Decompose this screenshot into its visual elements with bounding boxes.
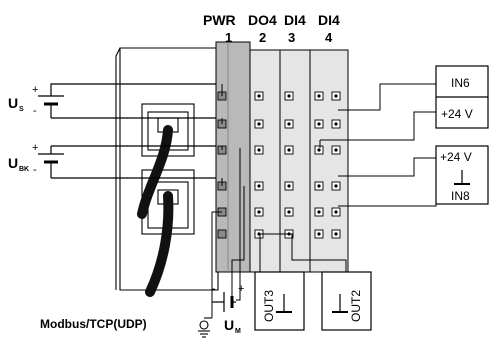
terminal-contact [334,148,338,152]
out3-load-box [254,271,305,331]
ubk-plus: + [32,142,38,154]
module-label-do4: DO4 [248,12,277,28]
terminal-contact [317,122,321,126]
terminal-contact [257,122,261,126]
terminal-contact [317,148,321,152]
input-wiring [319,83,437,207]
us-subscript: S [19,106,24,113]
in6-supply: +24 V [441,107,473,121]
terminal-contact [317,94,321,98]
um-subscript: M [235,328,241,335]
ubk-minus: - [33,164,37,176]
in6-sensor-box [435,65,489,129]
terminal-contact [334,122,338,126]
terminal-contact [257,94,261,98]
in8-supply: +24 V [440,150,472,164]
terminal-contact [287,122,291,126]
slot-number-4: 4 [325,30,333,45]
slot-number-3: 3 [288,30,295,45]
terminal-contact [287,94,291,98]
terminal-contact [257,184,261,188]
terminal-contact [287,210,291,214]
in6-name: IN6 [451,76,470,90]
in8-sensor-box [435,145,489,205]
di4-module-2 [309,49,349,273]
out3-label: OUT3 [262,290,276,322]
terminal-points [217,91,341,239]
in8-name: IN8 [451,189,470,203]
protocol-caption: Modbus/TCP(UDP) [40,317,147,331]
slot-number-2: 2 [259,30,266,45]
us-plus: + [32,84,38,96]
um-label: U [224,317,234,333]
module-label-di4-2: DI4 [318,12,340,28]
um-battery-symbol [212,292,236,312]
pwr-internal-wiring [211,84,245,318]
terminal-contact [334,232,338,236]
us-minus: - [33,105,37,117]
terminal-contact [334,210,338,214]
network-cable-bottom [145,191,174,297]
terminal-contact [317,232,321,236]
ubk-battery-symbol [38,145,216,179]
network-cable-top [137,125,173,219]
terminal-contact [317,184,321,188]
um-minus: - [212,283,216,295]
us-battery-symbol [38,83,216,119]
output-wiring [259,233,347,272]
out2-load-box [321,271,372,331]
terminal-contact [334,94,338,98]
terminal-contact [334,184,338,188]
terminal-contact [317,210,321,214]
slot-number-1: 1 [225,30,232,45]
terminal-contact [257,210,261,214]
out2-label: OUT2 [349,290,363,322]
ubk-label: U [8,155,18,171]
terminal-point [217,229,227,239]
di4-module-1 [279,49,311,273]
terminal-contact [257,148,261,152]
ubk-subscript: BK [19,166,29,173]
module-label-di4-1: DI4 [284,12,306,28]
module-label-pwr: PWR [203,12,236,28]
do4-module [249,49,281,273]
ground-icon [198,317,212,338]
us-label: U [8,95,18,111]
terminal-contact [287,184,291,188]
um-plus: + [238,283,244,295]
terminal-contact [287,148,291,152]
